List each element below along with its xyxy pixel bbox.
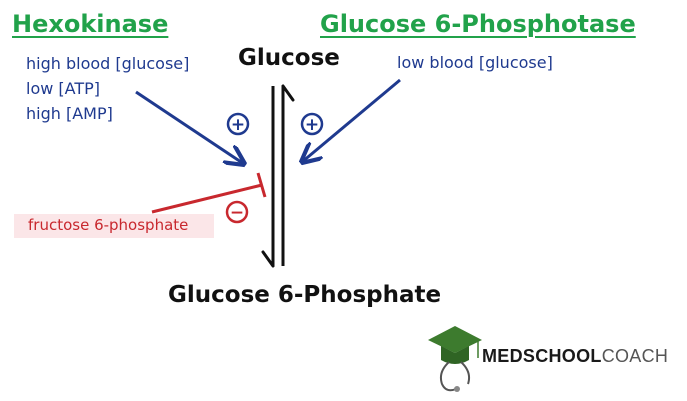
brand-logo: MEDSCHOOLCOACH xyxy=(482,346,668,367)
equilibrium-arrows xyxy=(261,84,295,268)
svg-text:+: + xyxy=(305,115,319,135)
plus-sign-icon: + xyxy=(300,112,324,136)
inhibitor-highlight xyxy=(14,214,214,238)
activator-low-glucose: low blood [glucose] xyxy=(397,53,553,72)
inhibition-line xyxy=(151,172,267,214)
svg-text:+: + xyxy=(231,115,245,135)
activator-high-glucose: high blood [glucose] xyxy=(26,54,190,73)
activator-low-atp: low [ATP] xyxy=(26,79,101,98)
svg-text:−: − xyxy=(230,203,244,223)
minus-sign-icon: − xyxy=(225,200,249,224)
logo-text-bold: MEDSCHOOL xyxy=(482,346,602,366)
hexokinase-title: Hexokinase xyxy=(12,10,169,38)
graduation-cap-stethoscope-icon xyxy=(428,326,482,392)
g6pase-title: Glucose 6-Phosphotase xyxy=(320,10,636,38)
g6pase-activation-arrow xyxy=(302,78,401,162)
activator-high-amp: high [AMP] xyxy=(26,104,113,123)
molecule-glucose-6-phosphate: Glucose 6-Phosphate xyxy=(168,282,442,308)
hexokinase-activation-arrow xyxy=(135,90,244,164)
logo-text-light: COACH xyxy=(601,346,669,366)
molecule-glucose: Glucose xyxy=(238,45,340,71)
inhibitor-fructose-6-phosphate: fructose 6-phosphate xyxy=(28,216,189,234)
plus-sign-icon: + xyxy=(226,112,250,136)
